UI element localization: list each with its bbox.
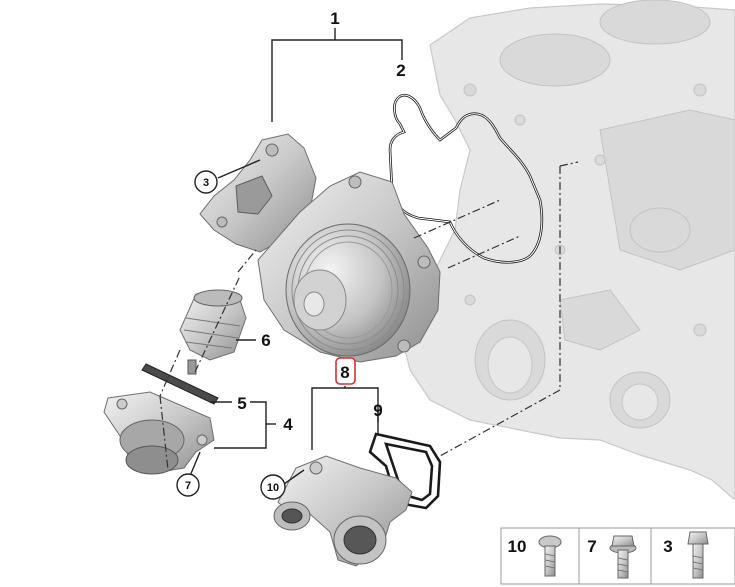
callout-10[interactable]: 10 [260, 474, 286, 500]
svg-text:2: 2 [396, 61, 405, 80]
callout-1[interactable]: 1 [330, 9, 339, 28]
water-pump [257, 171, 441, 363]
callout-3[interactable]: 3 [194, 170, 218, 194]
thermostat [179, 289, 247, 375]
gasket-large [388, 94, 544, 264]
svg-text:3: 3 [663, 537, 672, 556]
hex-flange-bolt-icon [609, 535, 637, 579]
svg-text:7: 7 [587, 537, 596, 556]
pump-bracket [199, 133, 317, 253]
fastener-10[interactable]: 10 [508, 535, 562, 577]
callout-4[interactable]: 4 [283, 415, 293, 434]
seal-ring [141, 363, 219, 405]
svg-text:3: 3 [203, 177, 209, 189]
highlight-box [335, 357, 356, 385]
svg-text:7: 7 [185, 480, 191, 492]
svg-text:5: 5 [237, 394, 246, 413]
hex-bolt-icon [687, 531, 709, 579]
fastener-legend: 10 7 3 [500, 527, 735, 585]
callout-8[interactable]: 8 [335, 357, 356, 385]
svg-text:6: 6 [261, 331, 270, 350]
svg-text:1: 1 [330, 9, 339, 28]
callout-2[interactable]: 2 [396, 61, 405, 80]
svg-text:10: 10 [508, 537, 527, 556]
svg-text:8: 8 [340, 363, 349, 382]
callout-9[interactable]: 9 [373, 401, 382, 420]
fastener-3[interactable]: 3 [663, 531, 709, 579]
center-lines [159, 161, 579, 471]
svg-text:10: 10 [267, 482, 279, 494]
svg-text:9: 9 [373, 401, 382, 420]
callout-7[interactable]: 7 [176, 473, 200, 497]
coolant-pipe-connector [273, 455, 413, 567]
callout-5[interactable]: 5 [237, 394, 246, 413]
thermostat-housing [103, 391, 215, 475]
screw-icon [538, 535, 562, 577]
leader-lines [189, 28, 403, 485]
fastener-7[interactable]: 7 [587, 535, 637, 579]
svg-text:4: 4 [283, 415, 293, 434]
gasket-small [368, 432, 442, 510]
callout-6[interactable]: 6 [261, 331, 270, 350]
engine-block [399, 0, 735, 501]
